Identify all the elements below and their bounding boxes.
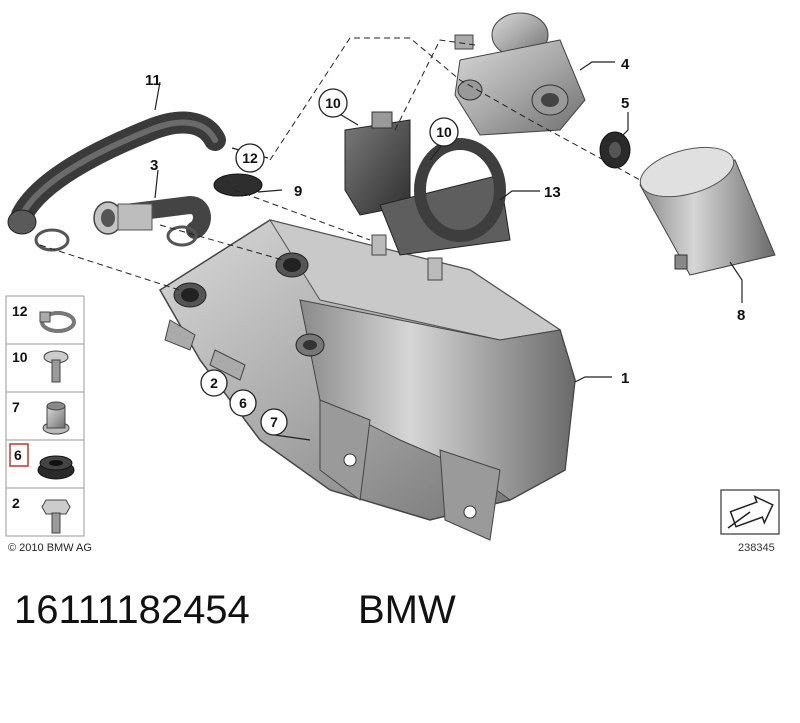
- callout-6: 6: [239, 395, 247, 411]
- legend-highlight-6: 6: [9, 443, 29, 467]
- callout-10b: 10: [436, 124, 452, 140]
- bracket-part-10: [344, 111, 411, 216]
- legend-label-2: 2: [12, 495, 20, 511]
- callout-4: 4: [621, 56, 630, 73]
- callout-11: 11: [145, 72, 161, 89]
- legend-label-6: 6: [14, 447, 22, 463]
- rubber-grommet-icon: [37, 455, 75, 480]
- screw-with-washer-icon: [43, 350, 69, 383]
- circled-callout-10a: 10: [318, 88, 348, 118]
- callout-8: 8: [737, 307, 745, 324]
- brand-name: BMW: [358, 588, 456, 632]
- bushing-icon: [42, 401, 70, 435]
- circled-callout-10b: 10: [429, 117, 459, 147]
- callout-1: 1: [621, 370, 629, 387]
- part-number: 16111182454: [14, 588, 250, 632]
- circled-callout-7: 7: [260, 408, 288, 436]
- dash-lines: [39, 37, 641, 296]
- caption: 16111182454 BMW: [0, 588, 800, 648]
- copyright-notice: © 2010 BMW AG: [8, 542, 92, 554]
- grommet-part-5: [599, 131, 631, 169]
- hex-bolt-icon: [41, 499, 71, 534]
- callout-3: 3: [150, 157, 158, 174]
- callout-12: 12: [242, 150, 258, 166]
- parts-diagram: 1 3 4 5 8 9 11 13 10 10 12 2 6 7 12: [5, 12, 780, 541]
- callout-10a: 10: [325, 95, 341, 111]
- callout-2: 2: [210, 375, 218, 391]
- grommet-part-9: [213, 173, 263, 197]
- fuel-tank-part-1: [158, 219, 576, 541]
- legend-label-10: 10: [12, 349, 28, 365]
- callout-9: 9: [294, 183, 302, 200]
- circled-callout-2: 2: [200, 369, 228, 397]
- callout-13: 13: [544, 184, 561, 201]
- diagram-id: 238345: [738, 542, 775, 554]
- circled-callout-12: 12: [235, 143, 265, 173]
- view-direction-icon: [720, 489, 780, 535]
- legend-label-7: 7: [12, 399, 20, 415]
- bracket-part-13: [379, 138, 511, 256]
- legend-label-12: 12: [12, 303, 28, 319]
- callout-7: 7: [270, 414, 278, 430]
- hose-part-3: [93, 195, 211, 247]
- circled-callout-6: 6: [229, 389, 257, 417]
- callout-5: 5: [621, 95, 629, 112]
- valve-part-4: [454, 12, 586, 136]
- hose-clamp-icon: [39, 311, 76, 333]
- small-parts-legend: 12 10 7 6 2: [5, 295, 85, 537]
- hose-part-11: [7, 111, 226, 252]
- filter-part-8: [639, 146, 776, 276]
